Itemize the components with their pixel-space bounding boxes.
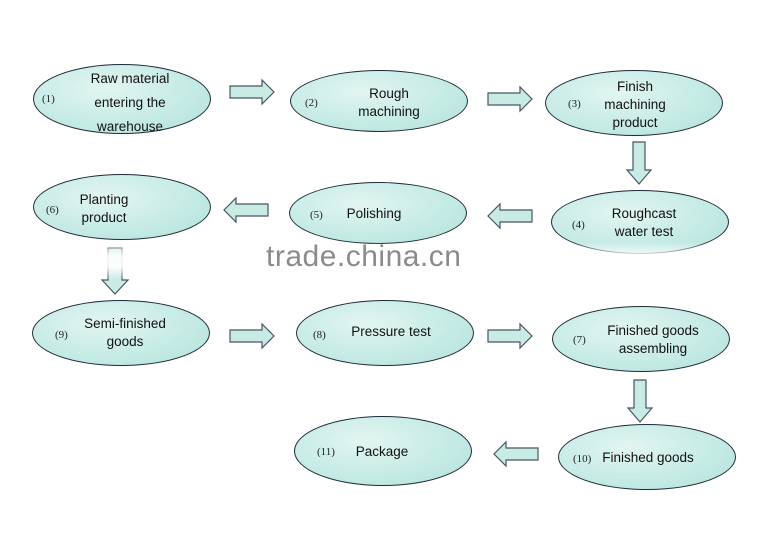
node-label: Roughcast water test [611, 206, 677, 239]
watermark-band [0, 242, 760, 280]
arrow-right [229, 78, 275, 106]
node-label: Polishing [346, 206, 402, 221]
arrow-right [487, 322, 533, 350]
arrow-right [487, 85, 533, 113]
node-label: Finished goods [602, 450, 694, 465]
node-number: (2) [305, 97, 318, 109]
node-finished-goods: (10) Finished goods [558, 424, 736, 490]
node-label: Planting product [79, 192, 129, 225]
arrow-left [223, 196, 269, 224]
node-label: Pressure test [351, 324, 431, 339]
node-planting-product: (6) Planting product [33, 174, 211, 240]
node-label: Finish machining product [604, 79, 666, 130]
node-number: (5) [310, 209, 323, 221]
arrow-left [487, 202, 533, 230]
arrow-right [229, 322, 275, 350]
node-number: (11) [317, 446, 335, 458]
watermark-text: trade.china.cn [266, 240, 462, 273]
node-package: (11) Package [294, 416, 472, 486]
node-rough-machining: (2) Rough machining [290, 70, 468, 132]
node-finish-machining: (3) Finish machining product [545, 70, 723, 136]
node-label: Rough machining [358, 86, 420, 119]
node-pressure-test: (8) Pressure test [296, 300, 474, 366]
node-number: (9) [55, 329, 68, 341]
node-number: (8) [313, 329, 326, 341]
node-label: Raw material entering the warehouse [90, 71, 170, 134]
node-semi-finished-goods: (9) Semi-finished goods [32, 300, 210, 366]
node-number: (3) [568, 98, 581, 110]
node-number: (1) [42, 93, 55, 105]
node-label: Semi-finished goods [84, 316, 166, 349]
arrow-left [493, 440, 539, 468]
arrow-down [626, 379, 654, 423]
arrow-down [625, 141, 653, 185]
node-number: (4) [572, 219, 585, 231]
node-number: (10) [573, 453, 592, 465]
node-number: (7) [573, 334, 586, 346]
node-label: Finished goods assembling [607, 323, 699, 356]
node-label: Package [355, 444, 409, 459]
node-finished-goods-assembling: (7) Finished goods assembling [552, 306, 730, 372]
node-number: (6) [46, 204, 59, 216]
node-raw-material: (1) Raw material entering the warehouse [33, 64, 211, 134]
